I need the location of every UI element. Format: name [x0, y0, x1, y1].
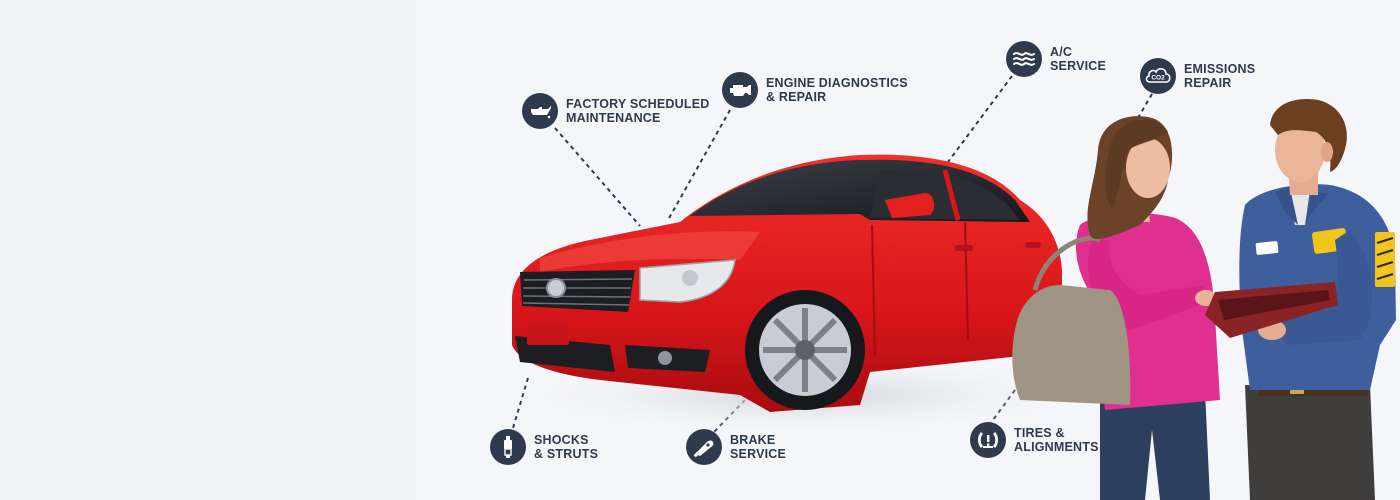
uniform-patch — [1375, 232, 1395, 287]
service-ac-label: A/C SERVICE — [1050, 44, 1107, 74]
connector-engine — [667, 109, 731, 221]
mechanic-technician — [1205, 99, 1396, 500]
check-engine-icon — [722, 72, 758, 108]
connector-factory — [554, 127, 641, 227]
woman-customer — [1012, 116, 1220, 500]
service-shocks-struts[interactable]: SHOCKS & STRUTS — [490, 429, 598, 465]
service-engine-label: ENGINE DIAGNOSTICS & REPAIR — [766, 75, 908, 105]
service-shocks-label: SHOCKS & STRUTS — [534, 432, 599, 462]
service-emissions-label: EMISSIONS REPAIR — [1184, 61, 1256, 91]
service-emissions[interactable]: CO2 EMISSIONS REPAIR — [1140, 58, 1255, 94]
connector-ac — [947, 75, 1013, 163]
service-factory-maintenance[interactable]: FACTORY SCHEDULED MAINTENANCE — [522, 93, 709, 129]
co2-cloud-icon: CO2 — [1140, 58, 1176, 94]
service-factory-label: FACTORY SCHEDULED MAINTENANCE — [566, 96, 710, 126]
air-waves-icon — [1006, 41, 1042, 77]
service-brake[interactable]: BRAKE SERVICE — [686, 429, 786, 465]
oil-can-icon — [522, 93, 558, 129]
co2-text: CO2 — [1151, 75, 1165, 82]
service-tires-alignments[interactable]: TIRES & ALIGNMENTS — [970, 422, 1099, 458]
red-sedan — [512, 154, 1062, 412]
service-brake-label: BRAKE SERVICE — [730, 432, 787, 462]
left-blank-panel — [0, 0, 416, 500]
service-engine-diagnostics[interactable]: ENGINE DIAGNOSTICS & REPAIR — [722, 72, 908, 108]
name-tag — [1255, 241, 1279, 255]
brake-pad-icon — [686, 429, 722, 465]
service-tires-label: TIRES & ALIGNMENTS — [1014, 425, 1099, 455]
diagnostic-tablet — [1205, 282, 1338, 338]
tire-pressure-icon — [970, 422, 1006, 458]
service-ac[interactable]: A/C SERVICE — [1006, 41, 1106, 77]
shock-absorber-icon — [490, 429, 526, 465]
